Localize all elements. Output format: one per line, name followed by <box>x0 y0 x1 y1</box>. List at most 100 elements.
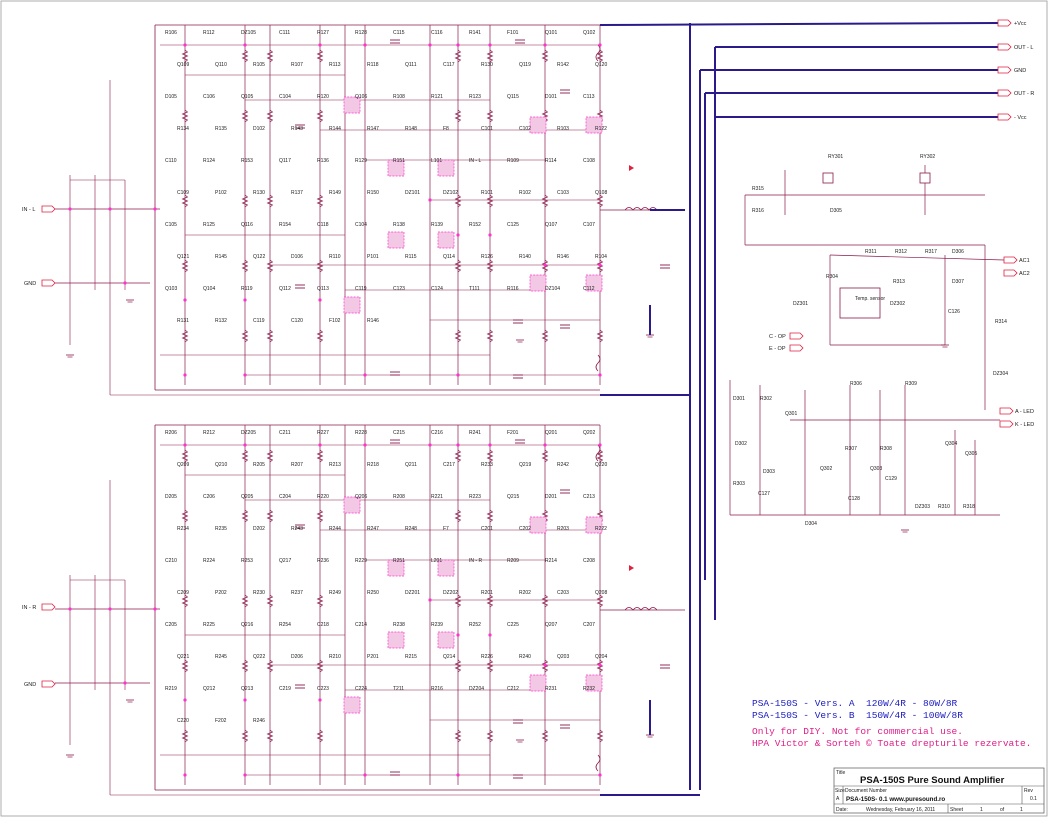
resistor-symbol <box>266 259 274 273</box>
ref-bottom-13: Q210 <box>215 462 227 468</box>
ref-bottom-102: T211 <box>393 686 404 692</box>
ref-protection-25: R307 <box>845 446 857 452</box>
ref-bottom-4: R227 <box>317 430 329 436</box>
input-port-c-op: C - OP <box>769 332 804 340</box>
ref-bottom-38: D202 <box>253 526 265 532</box>
ref-top-100: Q113 <box>317 286 329 292</box>
resistor-symbol <box>596 594 604 608</box>
output-device-pad <box>529 674 547 692</box>
doc-value: PSA-150S- 0.1 www.puresound.ro <box>846 796 945 803</box>
transistor-pad-layer <box>343 96 603 714</box>
wire-junction <box>488 633 492 637</box>
output-device-pad <box>585 116 603 134</box>
ref-bottom-100: C223 <box>317 686 329 692</box>
input-port-e-op: E - OP <box>769 344 804 352</box>
ref-protection-27: Q304 <box>945 441 957 447</box>
wire-junction <box>598 263 602 267</box>
ref-protection-12: DZ301 <box>793 301 808 307</box>
inductor-symbol <box>624 607 658 611</box>
port-label: K - LED <box>1015 422 1034 428</box>
ref-bottom-77: C214 <box>355 622 367 628</box>
wire-junction <box>108 207 112 211</box>
port-label: E - OP <box>769 346 786 352</box>
date-caption: Date: <box>836 807 848 813</box>
resistor-symbol <box>486 449 494 463</box>
ref-bottom-105: C212 <box>507 686 519 692</box>
ref-protection-36: R310 <box>938 504 950 510</box>
resistor-symbol <box>241 509 249 523</box>
ref-top-62: R130 <box>253 190 265 196</box>
resistor-symbol <box>181 259 189 273</box>
title-caption: Title <box>836 770 845 776</box>
wire-junction <box>488 233 492 237</box>
ref-bottom-50: R253 <box>241 558 253 564</box>
ref-top-58: R114 <box>545 158 557 164</box>
notes-block: PSA-150S - Vers. A 120W/4R - 80W/8R PSA-… <box>752 698 1031 749</box>
output-port-out-r: OUT - R <box>997 89 1034 97</box>
ref-top-48: C110 <box>165 158 177 164</box>
ref-top-85: R145 <box>215 254 227 260</box>
resistor-symbol <box>241 49 249 63</box>
resistor-symbol <box>486 729 494 743</box>
wire-junction <box>598 373 602 377</box>
port-label: A - LED <box>1015 409 1034 415</box>
resistor-symbol <box>541 49 549 63</box>
ref-protection-21: R306 <box>850 381 862 387</box>
ref-top-44: C101 <box>481 126 493 132</box>
output-device-pad <box>437 231 455 249</box>
input-port-gnd-r: GND <box>24 680 56 688</box>
ref-bottom-18: Q211 <box>405 462 417 468</box>
ref-top-45: C102 <box>519 126 531 132</box>
output-device-pad <box>343 296 361 314</box>
ref-bottom-25: C206 <box>203 494 215 500</box>
resistor-symbol <box>316 194 324 208</box>
ref-bottom-88: R210 <box>329 654 341 660</box>
ref-top-2: DZ105 <box>241 30 256 36</box>
resistor-symbol <box>486 194 494 208</box>
ref-bottom-64: R249 <box>329 590 341 596</box>
ref-top-66: DZ101 <box>405 190 420 196</box>
ref-protection-6: R312 <box>895 249 907 255</box>
ref-bottom-0: R206 <box>165 430 177 436</box>
ref-bottom-99: C219 <box>279 686 291 692</box>
wire-junction <box>318 298 322 302</box>
ref-top-73: R125 <box>203 222 215 228</box>
ref-top-90: R115 <box>405 254 417 260</box>
ref-top-101: C119 <box>355 286 367 292</box>
ref-bottom-110: R246 <box>253 718 265 724</box>
ref-bottom-54: R251 <box>393 558 405 564</box>
ref-bottom-46: R203 <box>557 526 569 532</box>
ref-bottom-42: R248 <box>405 526 417 532</box>
port-label: GND <box>1014 68 1026 74</box>
ref-protection-31: C129 <box>885 476 897 482</box>
resistor-symbol <box>541 194 549 208</box>
output-port-k-led: K - LED <box>999 420 1034 428</box>
ref-bottom-93: R240 <box>519 654 531 660</box>
ref-bottom-66: DZ201 <box>405 590 420 596</box>
ref-bottom-30: R208 <box>393 494 405 500</box>
ref-bottom-56: IN - R <box>469 558 482 564</box>
ref-bottom-109: F202 <box>215 718 227 724</box>
ref-top-70: C103 <box>557 190 569 196</box>
ref-protection-35: DZ303 <box>915 504 930 510</box>
resistor-symbol <box>486 259 494 273</box>
input-port-gnd-l: GND <box>24 279 56 287</box>
sheet-caption: Sheet <box>950 807 964 813</box>
ref-bottom-95: Q204 <box>595 654 607 660</box>
resistor-symbol <box>266 109 274 123</box>
ref-top-77: C104 <box>355 222 367 228</box>
ref-top-13: Q110 <box>215 62 227 68</box>
ref-top-41: R147 <box>367 126 379 132</box>
ref-top-105: R116 <box>507 286 519 292</box>
resistor-symbol <box>541 259 549 273</box>
ref-protection-14: DZ302 <box>890 301 905 307</box>
output-device-pad <box>529 116 547 134</box>
wire-junction <box>183 443 187 447</box>
ref-top-93: R140 <box>519 254 531 260</box>
wire-junction <box>598 663 602 667</box>
wire-junction <box>488 443 492 447</box>
ref-top-38: D102 <box>253 126 265 132</box>
output-port-gnd: GND <box>997 66 1026 74</box>
ref-protection-17: DZ304 <box>993 371 1008 377</box>
output-device-pad <box>585 516 603 534</box>
